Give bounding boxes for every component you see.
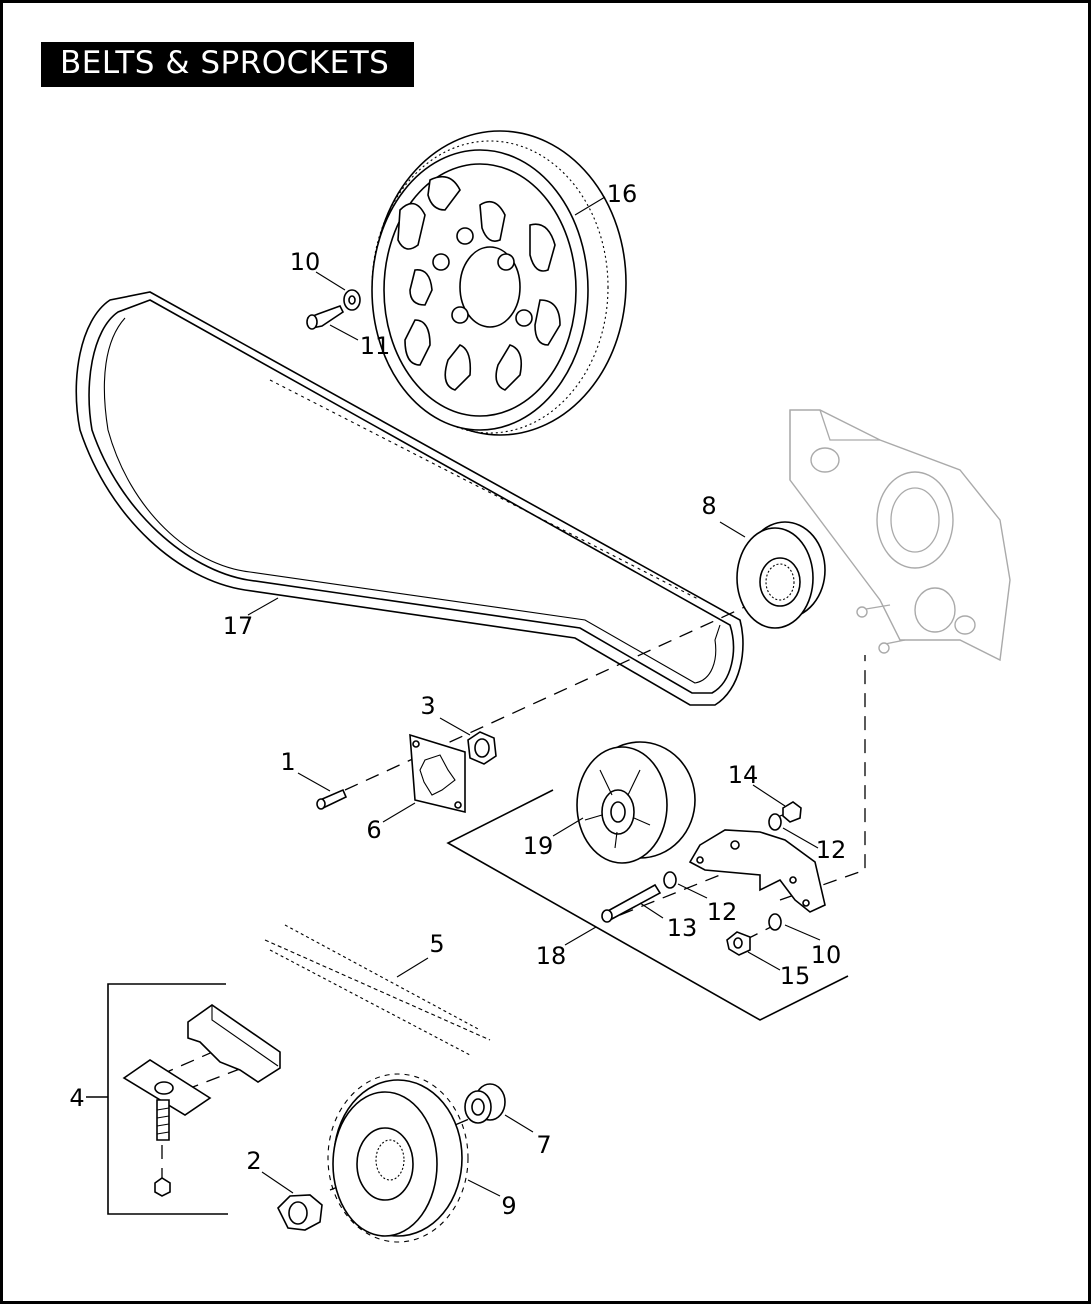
callout-labels: 1 2 3 4 5 6 7 8 9 10 10 11 12 12 13 14 1… [69,180,846,1220]
lock-plate [409,733,466,814]
sprocket-spacer [464,1083,506,1124]
callout-10-bottom: 10 [811,941,842,969]
pulley-nut [467,731,497,765]
chain-adjuster-shoe [187,1004,281,1083]
callout-19: 19 [523,832,554,860]
engine-sprocket [327,1073,469,1243]
callout-1: 1 [280,748,295,776]
lock-plate-screw [316,788,348,810]
frame-housing-ghost [789,409,1011,662]
exploded-parts-diagram: 1 2 3 4 5 6 7 8 9 10 10 11 12 12 13 14 1… [69,130,1011,1243]
callout-10-top: 10 [290,248,321,276]
idler-pulley [576,741,696,864]
sprocket-nut [277,1194,323,1231]
callout-14: 14 [728,761,759,789]
callout-4: 4 [69,1084,84,1112]
leader-lines [86,196,821,1197]
washer-top [343,289,361,311]
callout-7: 7 [536,1131,551,1159]
callout-13: 13 [667,914,698,942]
idler-bolt [601,883,662,923]
idler-washers-nuts [663,801,802,956]
callout-18: 18 [536,942,567,970]
rear-sprocket [371,130,627,436]
idler-bracket [688,829,826,913]
callout-17: 17 [223,612,254,640]
callout-2: 2 [246,1147,261,1175]
chain-adjuster-bracket [122,1059,212,1197]
callout-15: 15 [780,962,811,990]
callout-12-upper: 12 [816,836,847,864]
callout-5: 5 [429,930,444,958]
assembly-lines [159,599,866,1191]
primary-chain [264,924,491,1056]
front-pulley [736,521,826,629]
drive-belt [75,291,744,706]
sprocket-bolt [306,305,345,330]
callout-11: 11 [360,332,391,360]
title-banner: BELTS & SPROCKETS [41,42,414,87]
callout-16: 16 [607,180,638,208]
idler-assembly-bracket-lines [446,789,849,1021]
callout-12-lower: 12 [707,898,738,926]
callout-3: 3 [420,692,435,720]
callout-9: 9 [501,1192,516,1220]
callout-6: 6 [366,816,381,844]
page-title: BELTS & SPROCKETS [60,45,390,81]
callout-8: 8 [701,492,716,520]
